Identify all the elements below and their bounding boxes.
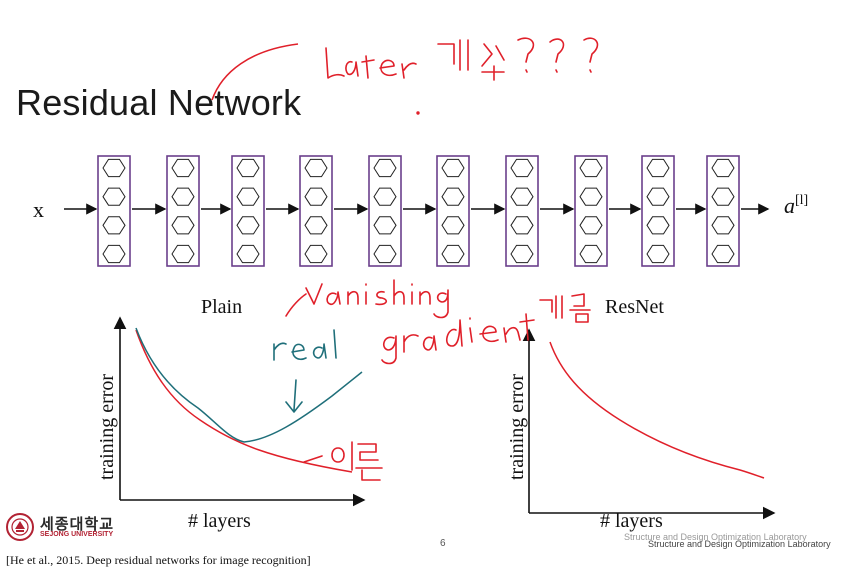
neuron-node — [579, 158, 603, 178]
neuron-node — [373, 158, 397, 178]
neuron-node — [373, 216, 397, 235]
neuron-node — [711, 244, 735, 264]
resnet-xlabel: # layers — [600, 510, 663, 532]
neuron-node — [441, 244, 465, 264]
citation: [He et al., 2015. Deep residual networks… — [6, 553, 311, 567]
output-superscript: [l] — [795, 193, 809, 208]
neuron-node — [579, 187, 603, 206]
layer-block — [641, 155, 675, 267]
layer-block — [97, 155, 131, 267]
plain-theory-curve — [135, 329, 353, 473]
resnet-error-curve — [549, 341, 765, 479]
lab-name-shadow: Structure and Design Optimization Labora… — [624, 532, 807, 542]
neuron-node — [102, 244, 126, 264]
neuron-node — [304, 244, 328, 264]
neuron-node — [646, 244, 670, 264]
neuron-node — [171, 216, 195, 235]
neuron-node — [510, 244, 534, 264]
layer-block — [231, 155, 265, 267]
layer-block — [574, 155, 608, 267]
layer-block — [436, 155, 470, 267]
neuron-node — [102, 216, 126, 235]
neuron-node — [304, 216, 328, 235]
neuron-node — [579, 244, 603, 264]
neuron-node — [236, 216, 260, 235]
neuron-node — [441, 187, 465, 206]
layer-block — [368, 155, 402, 267]
neuron-node — [304, 158, 328, 178]
neuron-node — [171, 158, 195, 178]
university-name-english: SEJONG UNIVERSITY — [40, 531, 114, 538]
resnet-ylabel: training error — [506, 373, 528, 480]
neuron-node — [441, 216, 465, 235]
neuron-node — [373, 187, 397, 206]
layer-block — [706, 155, 740, 267]
plain-real-curve — [135, 327, 363, 443]
neuron-node — [510, 187, 534, 206]
neuron-node — [102, 187, 126, 206]
neuron-node — [711, 216, 735, 235]
neuron-node — [510, 158, 534, 178]
university-logo: 세종대학교 SEJONG UNIVERSITY — [6, 513, 124, 543]
neuron-node — [171, 187, 195, 206]
layer-block — [166, 155, 200, 267]
neuron-node — [373, 244, 397, 264]
neuron-node — [510, 216, 534, 235]
neuron-node — [646, 158, 670, 178]
university-name-korean: 세종대학교 — [40, 515, 115, 533]
neuron-node — [171, 244, 195, 264]
page-number: 6 — [440, 538, 446, 549]
plain-xlabel: # layers — [188, 510, 251, 532]
neuron-node — [711, 158, 735, 178]
neuron-node — [441, 158, 465, 178]
neuron-node — [102, 158, 126, 178]
output-label: a[l] — [784, 193, 809, 218]
neuron-node — [236, 158, 260, 178]
neuron-node — [304, 187, 328, 206]
neuron-node — [646, 216, 670, 235]
lab-name: Structure and Design Optimization Labora… — [648, 539, 831, 549]
university-seal-icon — [6, 513, 34, 541]
layer-block — [299, 155, 333, 267]
plain-plot-title: Plain — [201, 296, 243, 318]
input-label: x — [33, 197, 44, 222]
neuron-node — [236, 187, 260, 206]
neuron-node — [236, 244, 260, 264]
neuron-node — [646, 187, 670, 206]
layer-block — [505, 155, 539, 267]
plain-ylabel: training error — [96, 373, 118, 480]
neuron-node — [579, 216, 603, 235]
resnet-plot-title: ResNet — [605, 296, 664, 318]
neuron-node — [711, 187, 735, 206]
